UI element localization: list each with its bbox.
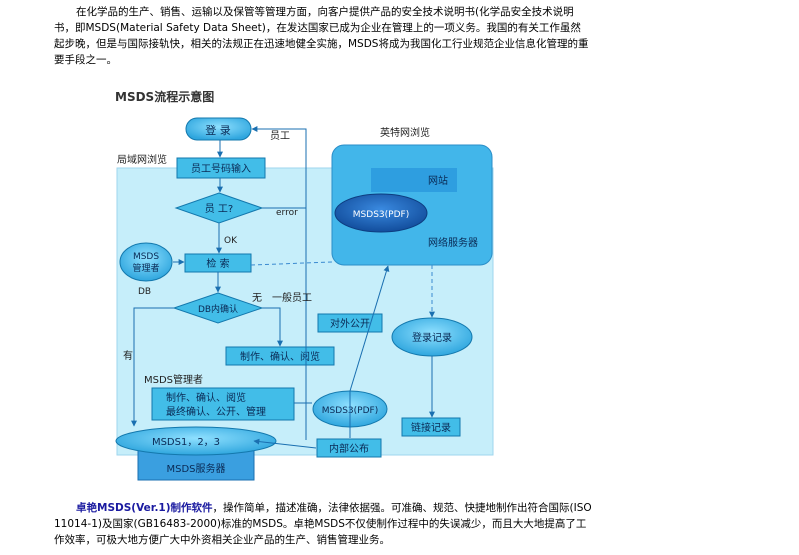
intro-text: 在化学品的生产、销售、运输以及保管等管理方面，向客户提供产品的安全技术说明书(化… (54, 6, 589, 66)
msds-manager-tasks-title: MSDS管理者 (144, 373, 203, 386)
arrow-none-to-make (262, 307, 283, 347)
arrow-error-to-login (251, 126, 307, 209)
login-node (185, 117, 252, 141)
link-record-label: 链接记录 (411, 421, 451, 434)
make-confirm-view-label: 制作、确认、阅览 (240, 350, 320, 363)
internet-label: 英特网浏览 (380, 126, 430, 139)
login-label: 登 录 (205, 123, 231, 137)
website-box (371, 168, 457, 192)
arrow-internal-to-store (253, 438, 317, 449)
employee-id-input-label: 员工号码输入 (191, 162, 251, 175)
employee-id-input-node (176, 157, 266, 179)
msds-store-label: MSDS1，2，3 (152, 437, 220, 448)
general-employee-edge-label: 一般员工 (272, 291, 312, 304)
connectors (131, 126, 435, 449)
msds3-pdf-web-oval (334, 193, 428, 233)
public-release-label: 对外公开 (330, 317, 370, 330)
db-label: DB (138, 287, 151, 297)
msds-manager-label-2: 管理者 (132, 262, 159, 274)
outro-text: ，操作简单，描述准确，法律依据强。可准确、规范、快捷地制作出符合国际(ISO 1… (54, 502, 592, 546)
employee-check-label: 员 工? (205, 203, 234, 215)
public-release-node (317, 313, 383, 333)
diagram-title: MSDS流程示意图 (115, 89, 214, 104)
arrow-yes-to-store (131, 307, 174, 427)
internal-release-label: 内部公布 (329, 442, 369, 455)
outro-paragraph: 卓艳MSDS(Ver.1)制作软件，操作简单，描述准确，法律依据强。可准确、规范… (54, 500, 594, 548)
manager-tasks-line-2: 最终确认、公开、管理 (166, 405, 266, 418)
msds-server-label: MSDS服务器 (166, 462, 225, 475)
manager-tasks-node (151, 387, 295, 421)
db-confirm-label: DB内确认 (198, 303, 238, 315)
msds-store-oval (115, 426, 277, 456)
dashed-connectors (250, 261, 435, 318)
msds-manager-label-1: MSDS (133, 252, 159, 262)
employee-edge-label: 员工 (270, 130, 290, 142)
internal-release-node (316, 438, 382, 458)
search-label: 检 索 (206, 257, 229, 270)
lan-label: 局域网浏览 (117, 153, 167, 166)
arrow-pdf-to-web (349, 265, 390, 392)
web-server-label: 网络服务器 (428, 236, 478, 249)
login-record-label: 登录记录 (412, 331, 452, 344)
error-edge-label: error (276, 208, 298, 218)
intro-paragraph: 在化学品的生产、销售、运输以及保管等管理方面，向客户提供产品的安全技术说明书(化… (54, 4, 589, 68)
msds-manager-oval (119, 242, 173, 282)
msds3-pdf-web-label: MSDS3(PDF) (353, 210, 409, 220)
product-name: 卓艳MSDS(Ver.1)制作软件 (76, 502, 213, 514)
none-edge-label: 无 (252, 293, 262, 304)
link-record-node (401, 417, 461, 437)
manager-tasks-line-1: 制作、确认、阅览 (166, 391, 246, 404)
website-label: 网站 (428, 174, 448, 187)
make-confirm-view-node (225, 346, 335, 366)
yes-edge-label: 有 (123, 349, 133, 362)
ok-edge-label: OK (224, 236, 238, 246)
db-confirm-diamond (172, 292, 264, 324)
